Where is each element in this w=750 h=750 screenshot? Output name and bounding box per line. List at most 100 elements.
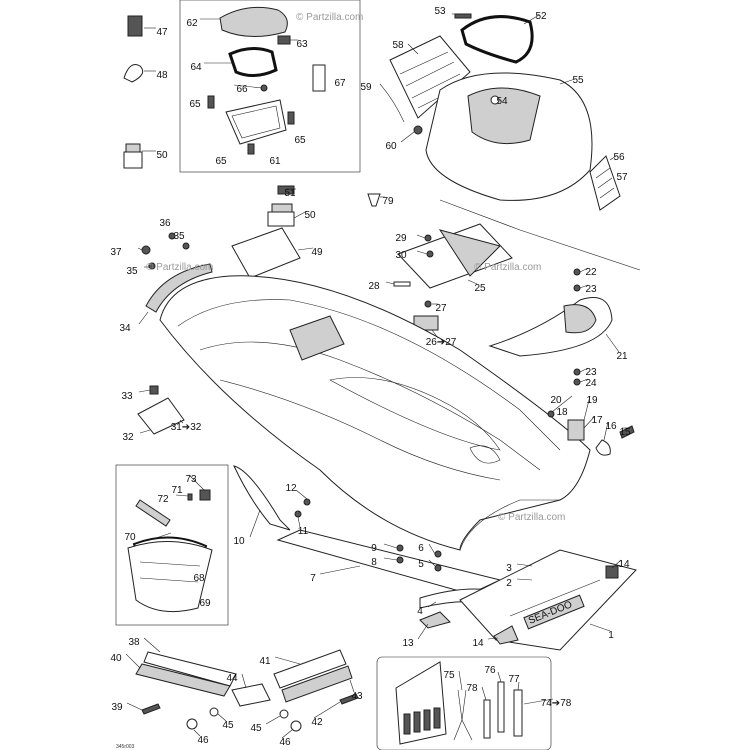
latch-72 <box>135 499 171 527</box>
callout-label-c1: 1 <box>608 630 614 641</box>
callout-label-c40: 40 <box>110 653 122 664</box>
screw-60 <box>413 125 423 135</box>
callout-label-c38: 38 <box>128 637 140 648</box>
mat-10 <box>233 465 291 531</box>
callout-label-c69: 69 <box>199 598 211 609</box>
rod-28 <box>393 281 411 287</box>
screw-79 <box>367 193 381 207</box>
callout-label-c46a: 46 <box>197 735 209 746</box>
seal-59 <box>379 83 405 123</box>
callout-label-c56: 56 <box>613 152 625 163</box>
pliers-75 <box>453 689 473 741</box>
callout-label-c51: 51 <box>284 188 296 199</box>
callout-label-c32: 32 <box>122 432 134 443</box>
callout-label-c5: 5 <box>418 559 424 570</box>
nut-27 <box>424 300 432 308</box>
plate-19 <box>567 419 585 441</box>
inset-box-glovebox <box>115 464 229 626</box>
glovebox-bin-70 <box>127 536 213 613</box>
clip-12 <box>303 498 311 506</box>
callout-label-c77: 77 <box>508 674 520 685</box>
callout-label-c46b: 46 <box>279 737 291 748</box>
eye-16 <box>595 439 611 456</box>
clip-36 <box>168 232 176 240</box>
callout-label-c2: 2 <box>506 578 512 589</box>
callout-label-c44: 44 <box>226 673 238 684</box>
watermark-middle: © Partzilla.com <box>474 262 541 273</box>
callout-label-c48: 48 <box>156 70 168 81</box>
callout-label-c6: 6 <box>418 543 424 554</box>
callout-label-c36: 36 <box>159 218 171 229</box>
watermark-top: © Partzilla.com <box>296 12 363 23</box>
inset-box-storage-bin <box>179 0 361 173</box>
callout-label-c3132: 31➔32 <box>171 422 202 433</box>
callout-label-c3: 3 <box>506 563 512 574</box>
callout-label-c9: 9 <box>371 543 377 554</box>
callout-label-c20: 20 <box>550 395 562 406</box>
callout-label-c8: 8 <box>371 557 377 568</box>
screw-5 <box>434 564 442 572</box>
callout-label-c54: 54 <box>496 96 508 107</box>
callout-label-c11: 11 <box>298 526 309 537</box>
spark-plug-wrench-77 <box>513 689 523 737</box>
callout-label-c53: 53 <box>434 6 446 17</box>
callout-label-c15: 15 <box>619 427 631 438</box>
callout-label-c34: 34 <box>119 323 131 334</box>
strap-48 <box>123 64 144 83</box>
screw-71 <box>187 493 193 501</box>
callout-label-c64: 64 <box>190 62 202 73</box>
callout-label-c12: 12 <box>285 483 297 494</box>
callout-label-c14b: 14 <box>472 638 484 649</box>
callout-label-c2627: 26➔27 <box>426 337 457 348</box>
callout-label-c35b: 35 <box>126 266 138 277</box>
callout-label-c19: 19 <box>586 395 598 406</box>
divider-line <box>439 199 641 271</box>
wrench-76 <box>497 681 505 733</box>
callout-label-c24: 24 <box>585 378 597 389</box>
callout-label-c25: 25 <box>474 283 486 294</box>
callout-label-c7478: 74➔78 <box>541 698 572 709</box>
nut-24 <box>573 378 581 386</box>
callout-label-c57: 57 <box>616 172 628 183</box>
leader-lines <box>125 13 628 739</box>
screw-35a <box>182 242 190 250</box>
callout-label-c61: 61 <box>269 156 281 167</box>
callout-label-c68: 68 <box>193 573 205 584</box>
callout-label-c72: 72 <box>157 494 169 505</box>
mat-13 <box>419 611 451 629</box>
callout-label-c22: 22 <box>585 267 597 278</box>
cap-45a <box>209 707 219 717</box>
cap-45b <box>279 709 289 719</box>
nut-29 <box>424 234 432 242</box>
lid-gasket <box>228 47 278 77</box>
callout-label-c13: 13 <box>402 638 414 649</box>
drain-plug-50 <box>123 143 143 169</box>
grab-handle-21 <box>488 297 613 357</box>
callout-label-c58: 58 <box>392 40 404 51</box>
nut-6 <box>434 550 442 558</box>
callout-label-c79: 79 <box>382 196 394 207</box>
callout-label-c28: 28 <box>368 281 380 292</box>
callout-label-c14a: 14 <box>618 559 630 570</box>
clip-33 <box>149 385 159 395</box>
callout-label-c75: 75 <box>443 670 455 681</box>
handle-41 <box>273 649 347 689</box>
callout-label-c23b: 23 <box>585 367 597 378</box>
washer-23b <box>573 368 581 376</box>
callout-label-c50a: 50 <box>156 150 168 161</box>
callout-label-c18: 18 <box>556 407 568 418</box>
strip-67 <box>312 64 326 92</box>
panel-31 <box>137 397 185 435</box>
callout-label-c65a: 65 <box>189 99 201 110</box>
callout-label-c62: 62 <box>186 18 198 29</box>
callout-label-c4: 4 <box>417 606 423 617</box>
storage-tub-55 <box>425 72 593 201</box>
callout-label-c60: 60 <box>385 141 397 152</box>
callout-label-c66: 66 <box>236 84 248 95</box>
callout-label-c29: 29 <box>395 233 407 244</box>
callout-label-c52: 52 <box>535 11 547 22</box>
screw-42 <box>339 693 359 705</box>
clip-47 <box>127 15 143 37</box>
